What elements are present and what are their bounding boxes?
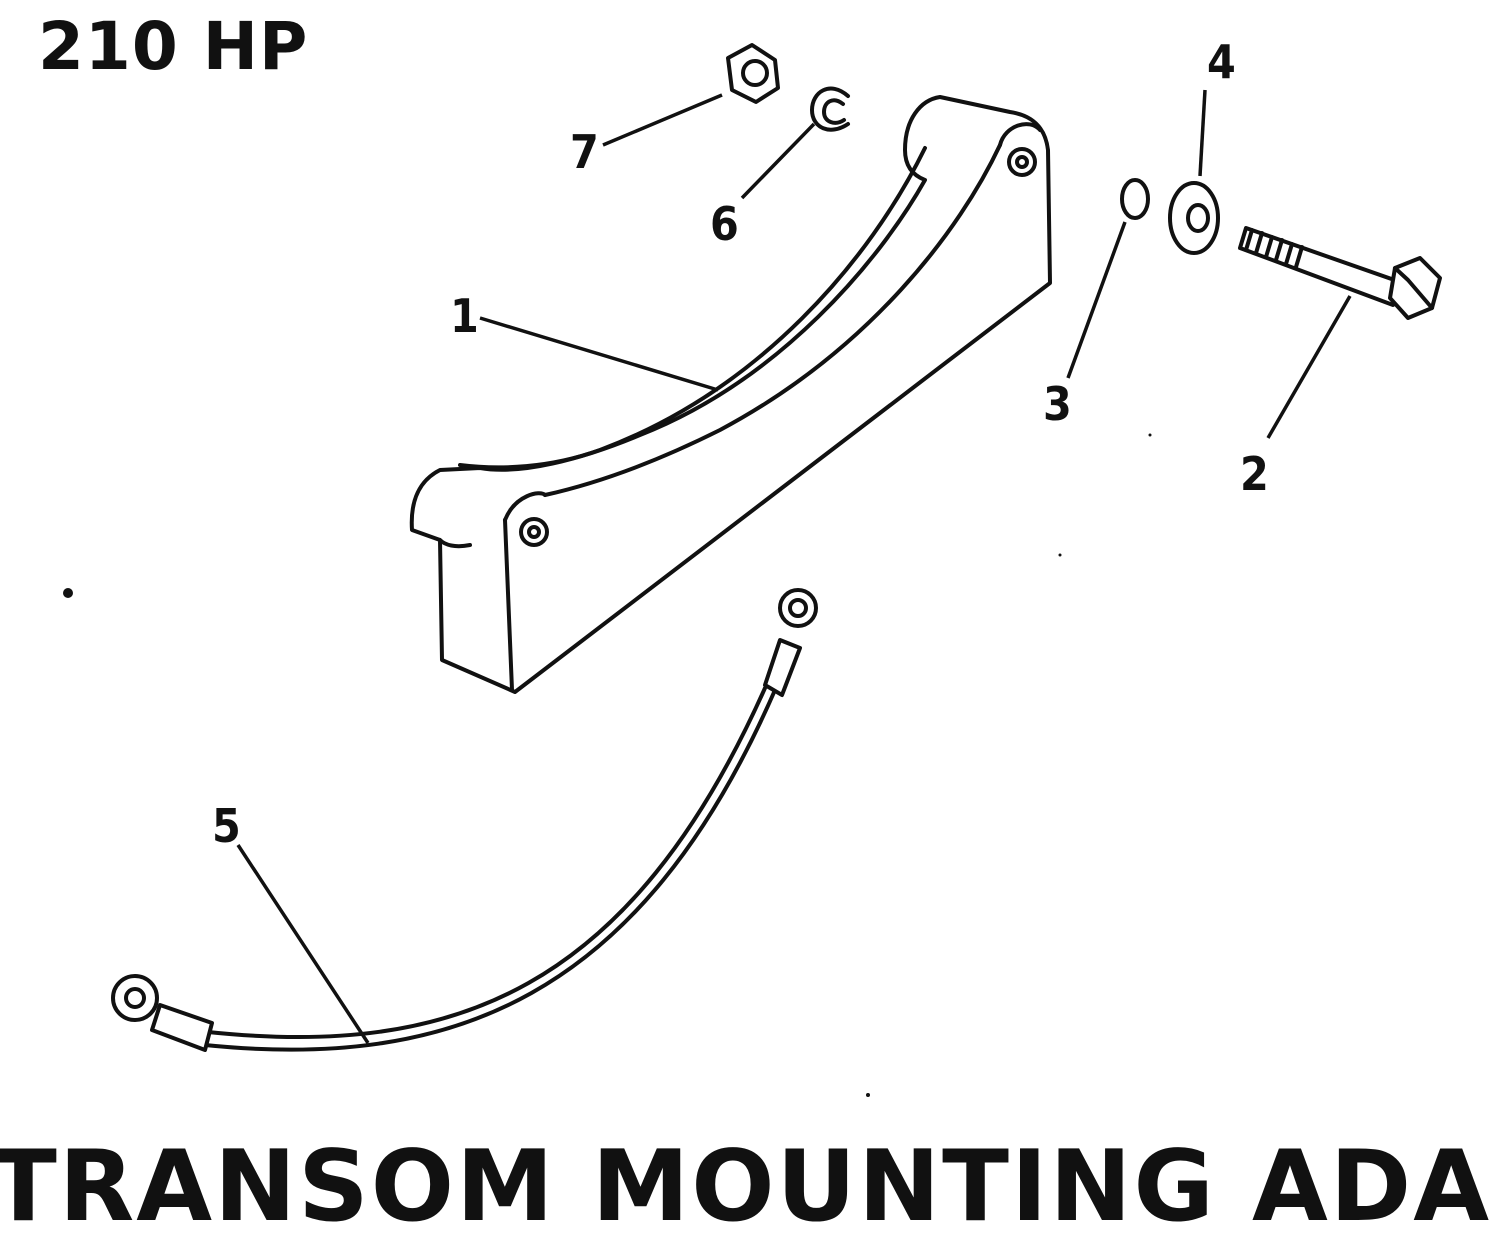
diagram-heading: 210 HP xyxy=(38,8,309,85)
scan-speck xyxy=(1148,433,1152,437)
scan-speck xyxy=(866,1093,870,1097)
scan-speck xyxy=(63,588,73,598)
hex-bolt-part xyxy=(1238,226,1442,320)
ground-strap-part xyxy=(111,588,818,1052)
kit-title: TRANSOM MOUNTING ADAPTOR KIT xyxy=(0,1130,1500,1244)
flat-washer-part xyxy=(1168,181,1220,255)
callout-1: 1 xyxy=(450,289,479,343)
scan-speck xyxy=(1058,553,1062,557)
callout-2: 2 xyxy=(1240,447,1269,501)
exploded-parts-diagram: 1 2 3 4 5 6 7 xyxy=(63,35,1442,1097)
callout-4: 4 xyxy=(1207,35,1236,89)
callout-5: 5 xyxy=(212,799,241,853)
callout-6: 6 xyxy=(710,197,739,251)
leader-lines xyxy=(236,89,1352,1044)
lock-washer-part xyxy=(810,86,850,132)
callout-3: 3 xyxy=(1043,377,1072,431)
o-ring-part xyxy=(1120,178,1150,220)
mounting-bracket-part xyxy=(409,95,1052,694)
hex-nut-part xyxy=(726,43,780,104)
callout-7: 7 xyxy=(570,125,599,179)
